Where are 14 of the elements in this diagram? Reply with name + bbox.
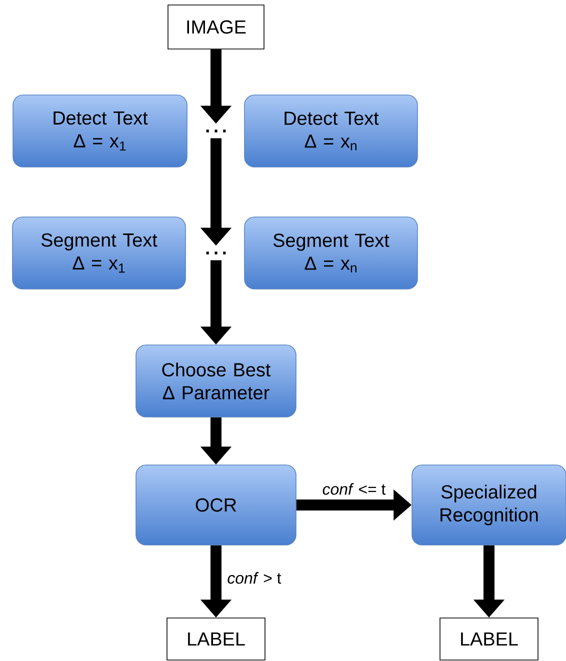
process-box: Segment Text Δ = x$_{n}$ [244,216,418,290]
terminal-box: LABEL [440,618,538,660]
process-box: Detect Text Δ = x$_{n}$ [244,94,418,168]
ellipsis-text: … [206,252,226,254]
terminal-box: IMAGE [168,4,264,50]
process-box: Choose Best Δ Parameter [136,344,296,418]
process-box: Specialized Recognition [412,464,566,546]
process-box: Detect Text Δ = x$_{1}$ [12,94,188,168]
edge-label: conf <= t [320,481,388,497]
terminal-box: LABEL [166,618,266,660]
process-box: OCR [136,464,296,546]
ellipsis-text: … [206,130,226,132]
edge-label: conf > t [225,570,284,586]
process-box: Segment Text Δ = x$_{1}$ [12,216,186,290]
